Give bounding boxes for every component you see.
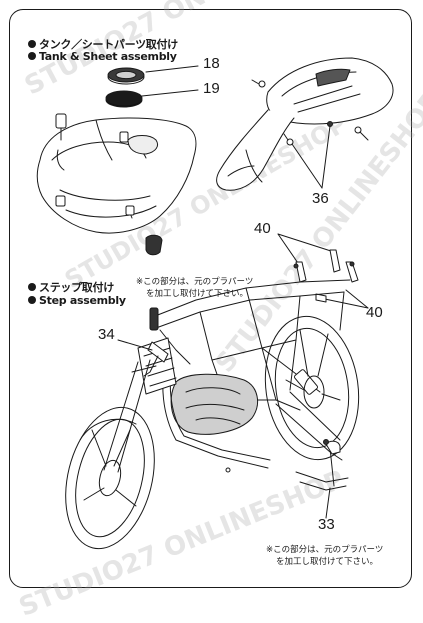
step-title-jp-text: ステップ取付け bbox=[39, 281, 114, 294]
part-number-33: 33 bbox=[318, 516, 335, 533]
part-18-cap-drawing bbox=[107, 67, 145, 85]
step-section-title-jp: ステップ取付け bbox=[28, 279, 114, 295]
upper-note-line-1: ※この部分は、元のプラパーツ bbox=[136, 277, 254, 287]
bullet-icon bbox=[28, 283, 36, 291]
upper-note: ※この部分は、元のプラパーツ を加工し取付けて下さい。 bbox=[136, 276, 253, 300]
fuel-tank-drawing bbox=[36, 113, 197, 256]
upper-note-line-2: を加工し取付けて下さい。 bbox=[146, 289, 249, 299]
lower-note-line-2: を加工し取付けて下さい。 bbox=[276, 557, 379, 567]
motorcycle-frame-drawing bbox=[65, 249, 360, 550]
assembly-illustration bbox=[36, 57, 394, 550]
bullet-icon bbox=[28, 296, 36, 304]
part-number-40-left: 40 bbox=[254, 220, 271, 237]
instruction-sheet: STUDIO27 ONLINESHOP STUDIO27 ONLINESHOP … bbox=[9, 0, 423, 623]
bullet-icon bbox=[28, 40, 36, 48]
part-number-19: 19 bbox=[203, 80, 220, 97]
bullet-icon bbox=[28, 52, 36, 60]
part-19-disc-drawing bbox=[105, 90, 143, 108]
part-number-18: 18 bbox=[203, 55, 220, 72]
tank-section-title-en: Tank & Sheet assembly bbox=[28, 50, 177, 63]
tank-title-en-text: Tank & Sheet assembly bbox=[39, 50, 177, 63]
page-border bbox=[9, 9, 412, 588]
lower-note-line-1: ※この部分は、元のプラパーツ bbox=[266, 545, 384, 555]
part-number-36: 36 bbox=[312, 190, 329, 207]
tank-title-jp-text: タンク／シートパーツ取付け bbox=[39, 38, 178, 51]
seat-cowl-drawing bbox=[216, 57, 394, 191]
step-section-title-en: Step assembly bbox=[28, 294, 126, 307]
part-number-34: 34 bbox=[98, 326, 115, 343]
part-number-40-right: 40 bbox=[366, 304, 383, 321]
step-title-en-text: Step assembly bbox=[39, 294, 126, 307]
tank-section-title-jp: タンク／シートパーツ取付け bbox=[28, 36, 178, 52]
lower-note: ※この部分は、元のプラパーツ を加工し取付けて下さい。 bbox=[266, 544, 383, 568]
